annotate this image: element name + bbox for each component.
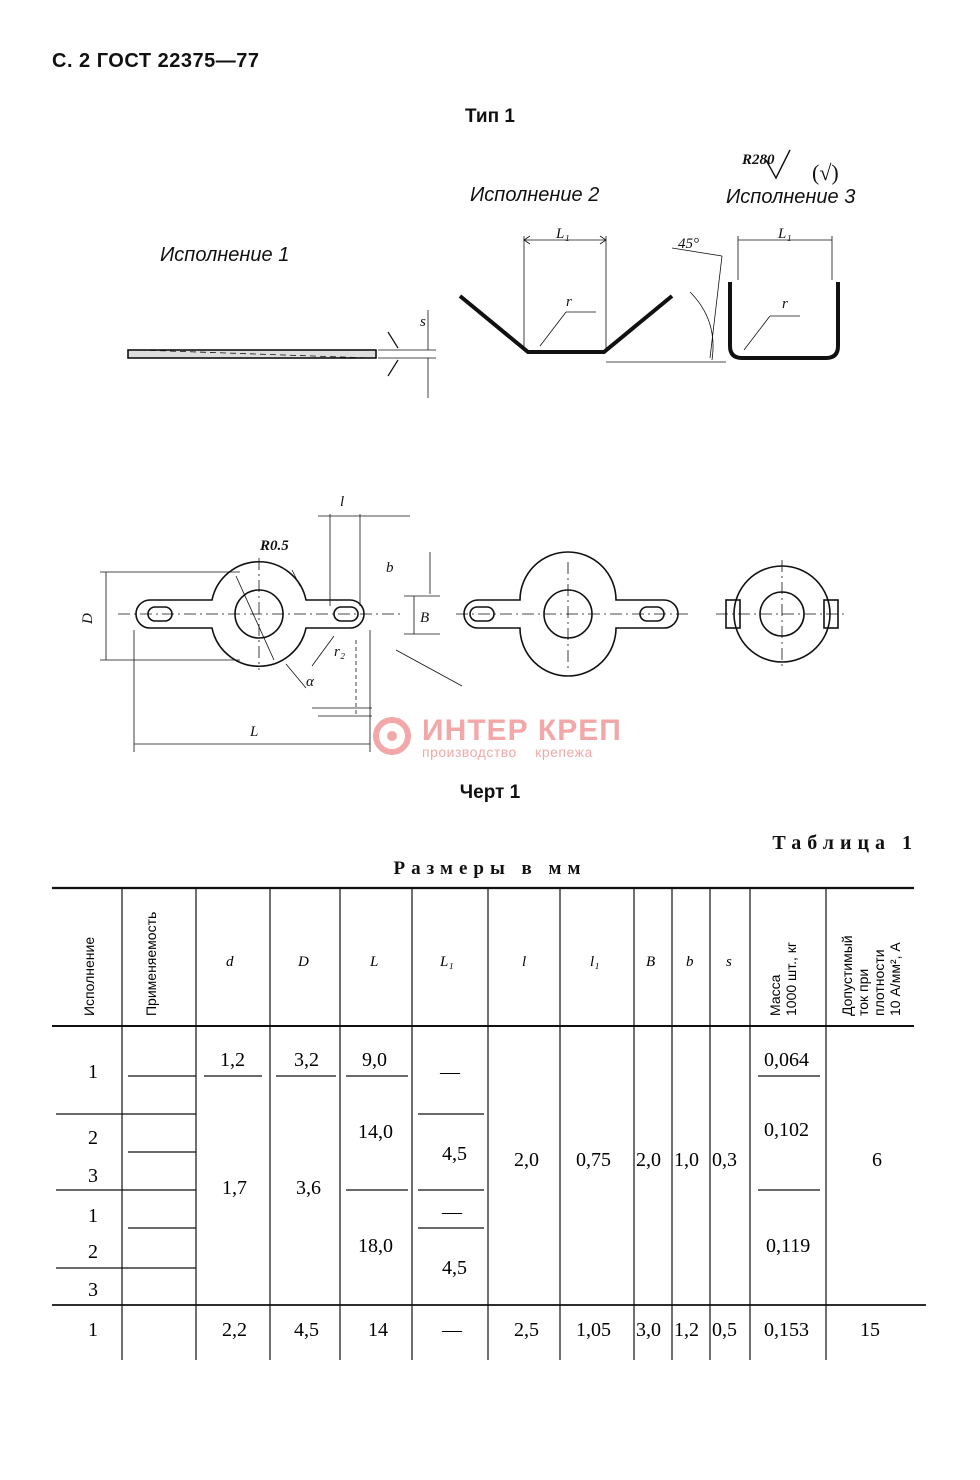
cell-current: 6 bbox=[872, 1149, 882, 1171]
cell-D: 4,5 bbox=[294, 1319, 319, 1341]
cell-D: 3,2 bbox=[294, 1049, 319, 1071]
header-L: L bbox=[369, 954, 378, 970]
variant1-label: Исполнение 1 bbox=[160, 244, 290, 266]
header-D: D bbox=[297, 954, 309, 970]
drawing-caption: Черт 1 bbox=[459, 782, 521, 803]
cell-l: 2,0 bbox=[514, 1149, 539, 1171]
row-variant: 3 bbox=[88, 1279, 98, 1301]
variant3-label: Исполнение 3 bbox=[726, 186, 856, 208]
table-subtitle: Размеры в мм bbox=[393, 858, 587, 879]
variant2-side-view bbox=[458, 235, 726, 363]
type-title: Тип 1 bbox=[465, 106, 515, 127]
cell-s: 0,5 bbox=[712, 1319, 737, 1341]
dim-r-v2: r bbox=[566, 294, 572, 310]
variant3-plan-view bbox=[716, 560, 848, 670]
variant3-side-view bbox=[728, 149, 840, 360]
technical-drawing: s L₁ r 45° L₁ r R2 bbox=[80, 149, 848, 755]
variant1-side-view bbox=[127, 310, 436, 398]
row-variant: 3 bbox=[88, 1165, 98, 1187]
row-variant: 2 bbox=[88, 1241, 98, 1263]
cell-s: 0,3 bbox=[712, 1149, 737, 1171]
cell-mass: 0,064 bbox=[764, 1049, 809, 1071]
header-l1: l₁ bbox=[590, 954, 599, 970]
page-header: С. 2 ГОСТ 22375—77 bbox=[52, 50, 260, 72]
variant2-label: Исполнение 2 bbox=[470, 184, 600, 206]
dim-b: b bbox=[386, 560, 394, 576]
table-caption: Таблица 1 bbox=[772, 832, 918, 854]
cell-d: 1,2 bbox=[220, 1049, 245, 1071]
dim-L: L bbox=[249, 724, 258, 740]
header-variant: Исполнение bbox=[81, 937, 97, 1016]
cell-l1: 0,75 bbox=[576, 1149, 611, 1171]
roughness-mark: R280 bbox=[741, 152, 775, 168]
header-s: s bbox=[726, 954, 732, 970]
header-l: l bbox=[522, 954, 526, 970]
dim-B: B bbox=[420, 610, 429, 626]
row-variant: 2 bbox=[88, 1127, 98, 1149]
dim-r2: r₂ bbox=[334, 644, 345, 660]
header-current-3: плотности bbox=[871, 949, 887, 1016]
variant2-plan-view bbox=[456, 551, 690, 677]
header-L1: L₁ bbox=[439, 954, 454, 970]
cell-mass: 0,119 bbox=[766, 1235, 810, 1257]
dim-D: D bbox=[80, 613, 96, 625]
cell-d: 1,7 bbox=[222, 1177, 247, 1199]
variant1-plan-view bbox=[100, 514, 463, 752]
dim-l: l bbox=[340, 494, 344, 510]
dim-L1-v3: L₁ bbox=[777, 226, 792, 242]
dim-angle: 45° bbox=[678, 236, 699, 252]
header-mass-1: Масса bbox=[767, 974, 783, 1016]
cell-b: 1,0 bbox=[674, 1149, 699, 1171]
dim-L1-v2: L₁ bbox=[555, 226, 570, 242]
cell-L: 18,0 bbox=[358, 1235, 393, 1257]
cell-current: 15 bbox=[860, 1319, 880, 1341]
cell-L1: — bbox=[441, 1201, 463, 1223]
cell-L: 9,0 bbox=[362, 1049, 387, 1071]
cell-L: 14 bbox=[368, 1319, 388, 1341]
dim-s: s bbox=[420, 314, 426, 330]
row-variant: 1 bbox=[88, 1319, 98, 1341]
cell-mass: 0,153 bbox=[764, 1319, 809, 1341]
cell-L1: — bbox=[441, 1319, 463, 1341]
watermark-name: ИНТЕР КРЕП bbox=[422, 714, 622, 747]
header-application: Применяемость bbox=[143, 912, 159, 1016]
header-mass-2: 1000 шт., кг bbox=[783, 942, 799, 1016]
watermark-subtitle: производство крепежа bbox=[422, 744, 593, 760]
row-variant: 1 bbox=[88, 1061, 98, 1083]
header-B: B bbox=[646, 954, 655, 970]
header-b: b bbox=[686, 954, 694, 970]
cell-L1: — bbox=[439, 1061, 461, 1083]
cell-B: 2,0 bbox=[636, 1149, 661, 1171]
watermark-logo-icon bbox=[373, 717, 411, 755]
cell-b: 1,2 bbox=[674, 1319, 699, 1341]
header-current-1: Допустимый bbox=[839, 935, 855, 1016]
cell-B: 3,0 bbox=[636, 1319, 661, 1341]
cell-D: 3,6 bbox=[296, 1177, 321, 1199]
header-current-2: ток при bbox=[855, 969, 871, 1016]
cell-L1: 4,5 bbox=[442, 1257, 467, 1279]
dim-R05: R0.5 bbox=[259, 538, 289, 554]
cell-mass: 0,102 bbox=[764, 1119, 809, 1141]
cell-d: 2,2 bbox=[222, 1319, 247, 1341]
cell-L1: 4,5 bbox=[442, 1143, 467, 1165]
header-current-4: 10 А/мм², А bbox=[887, 942, 903, 1016]
dim-r-v3: r bbox=[782, 296, 788, 312]
cell-L: 14,0 bbox=[358, 1121, 393, 1143]
roughness-check: (√) bbox=[812, 160, 839, 185]
dim-alpha: α bbox=[306, 674, 315, 690]
cell-l1: 1,05 bbox=[576, 1319, 611, 1341]
row-variant: 1 bbox=[88, 1205, 98, 1227]
header-d: d bbox=[226, 954, 234, 970]
cell-l: 2,5 bbox=[514, 1319, 539, 1341]
